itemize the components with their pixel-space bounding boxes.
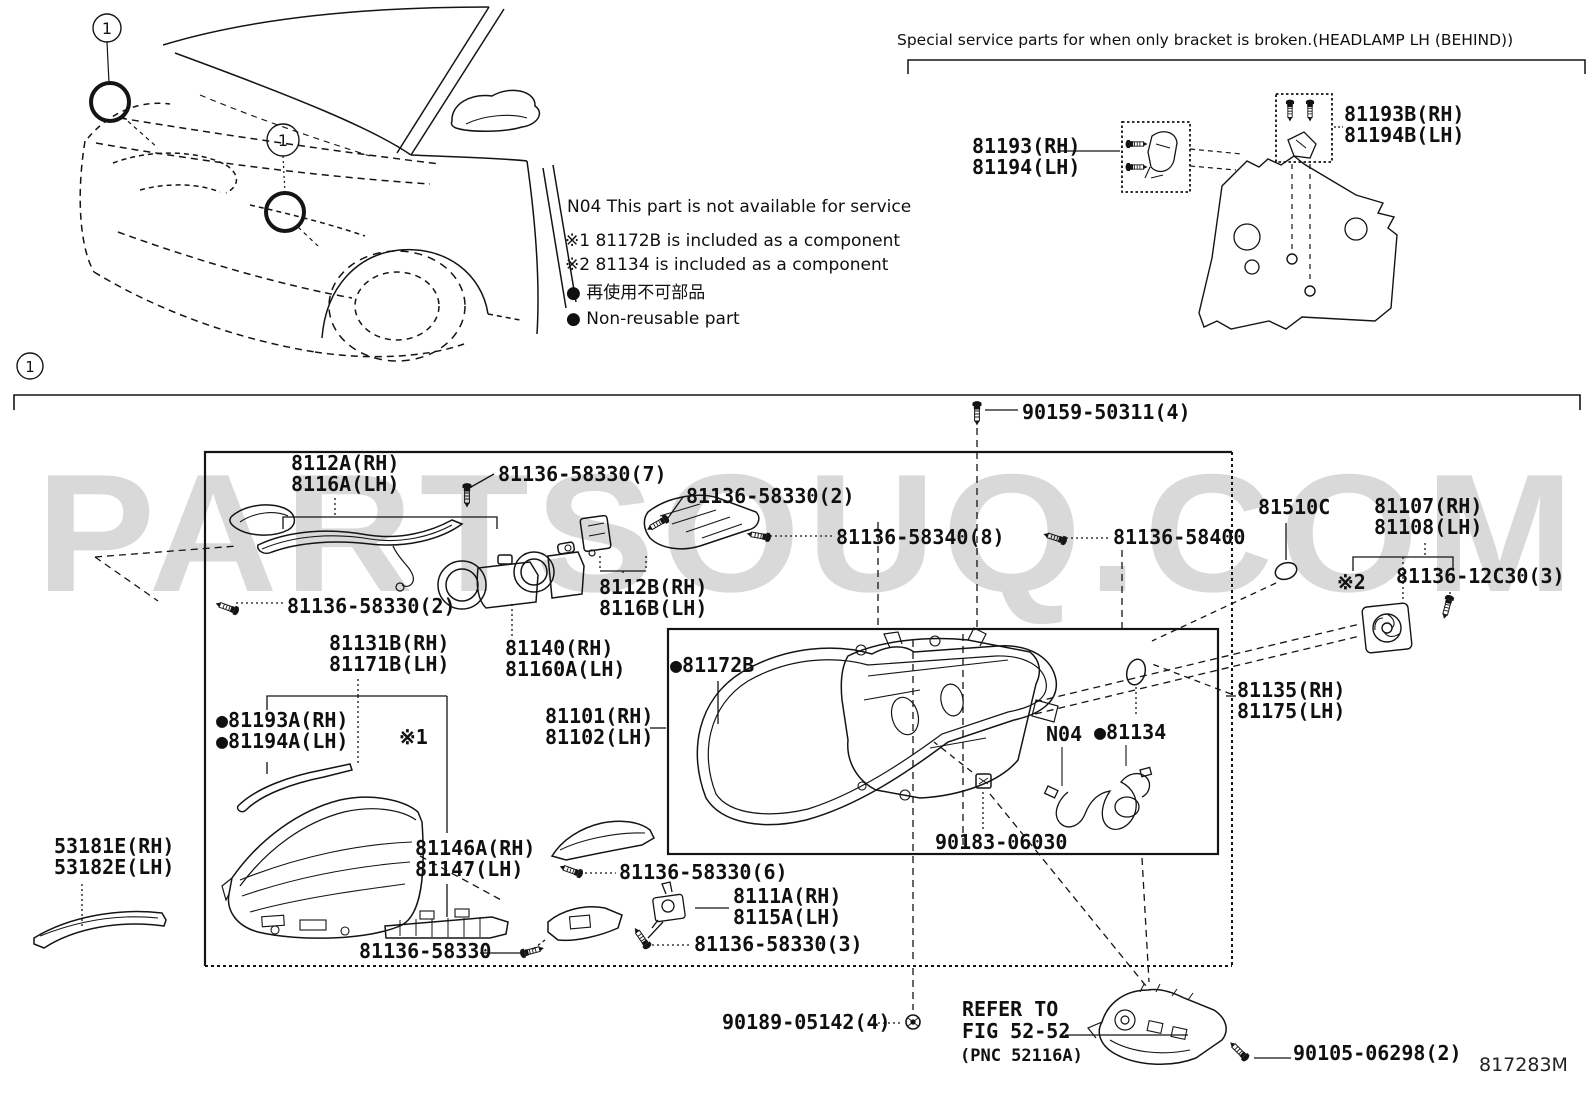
part-label: 81136-58330 [359,939,492,963]
car-sketch [16,6,577,380]
part-label: 81136-58330(2) [287,594,456,618]
cover-piece [550,820,655,861]
part-label: REFER TO [962,997,1059,1021]
part-label: 81136-58330(6) [619,860,788,884]
bracket-clip-icon [1147,131,1178,173]
note-ref2: ※2 81134 is included as a component [565,255,889,275]
part-label: 81136-12C30(3) [1396,564,1565,588]
part-label: 81136-58340(8) [836,525,1005,549]
part-label: 90189-05142(4) [722,1010,891,1034]
headlamp-back-panel [1198,155,1398,330]
part-label: 81102(LH) [545,725,654,749]
wire-harness [1043,766,1153,830]
part-label: ●81172B [670,653,755,677]
part-label: 90183-06030 [935,830,1068,854]
part-label: 817283M [1479,1054,1568,1076]
part-label: 53181E(RH) [54,834,175,858]
headlamp-extension-retainer [229,504,464,592]
callout-number: 1 [25,358,35,376]
grommet-81510c [1274,561,1298,581]
part-label: 81101(RH) [545,704,654,728]
part-label: (PNC 52116A) [960,1046,1083,1066]
bulb-cap [1125,658,1147,686]
leader-lines [81,409,1454,1059]
part-label: ※2 [1337,570,1366,594]
part-label: 81131B(RH) [329,631,450,655]
part-label: 81194(LH) [972,155,1081,179]
bracket-strip-81146a [384,908,509,939]
headlamp-assy-box [666,627,1220,856]
clip-nut-90183 [975,773,992,789]
part-label: 81160A(LH) [505,657,626,681]
leveling-unit-8111a [651,881,686,929]
special-service-section [907,59,1586,330]
detail-view-bracket [13,394,1581,410]
part-label: 8111A(RH) [733,884,842,908]
part-label: 81147(LH) [415,857,524,881]
watermark: PARTSOUQ.COM [36,439,1581,627]
part-label: 81136-58330(7) [498,462,667,486]
part-label: 81175(LH) [1237,699,1346,723]
service-kit-box-81193 [1121,121,1191,193]
part-label: 53182E(LH) [54,855,175,879]
part-label: 81140(RH) [505,636,614,660]
part-label: 81135(RH) [1237,678,1346,702]
sill-part [1087,983,1227,1065]
callout-number: 1 [278,131,288,150]
part-label: 8116A(LH) [291,472,400,496]
weatherstrip [236,763,353,813]
callout-1-detail [16,352,44,380]
moulding-strip-53181e [33,910,167,949]
part-label: 8112B(RH) [599,575,708,599]
corner-trim-pieces [579,494,760,557]
part-label: N04 [1046,722,1083,746]
part-label: ※1 [399,725,428,749]
part-label: 8115A(LH) [733,905,842,929]
callout-1-mid [264,123,319,247]
part-label: 81136-58330(2) [686,484,855,508]
part-label: 81107(RH) [1374,494,1483,518]
note-n04: N04 This part is not available for servi… [567,197,912,217]
special-service-note: Special service parts for when only brac… [897,31,1514,49]
part-label: 81136-58400 [1113,525,1246,549]
part-label: 81193(RH) [972,134,1081,158]
part-label: 81108(LH) [1374,515,1483,539]
callout-number: 1 [102,19,112,38]
part-label: 8116B(LH) [599,596,708,620]
part-label: 81171B(LH) [329,652,450,676]
part-label: 81510C [1258,495,1331,519]
note-nonreusable-jp: ● 再使用不可部品 [566,283,706,303]
main-diagram-box [203,450,1233,967]
headlamp-unit-drawings [437,541,585,610]
part-label: ●81194A(LH) [216,729,349,753]
headlamp-position-marker [89,81,131,123]
part-label: 81194B(LH) [1344,123,1465,147]
part-label: FIG 52-52 [962,1019,1071,1043]
headlamp-position-marker [264,191,306,233]
part-label: 81136-58330(3) [694,932,863,956]
callout-1-top [89,13,159,149]
note-nonreusable-en: ● Non-reusable part [566,309,740,329]
headlamp-lens-unit [221,796,424,939]
service-kit-box-81193b [1275,93,1333,163]
part-label: 81146A(RH) [415,836,536,860]
lower-bracket-piece [547,906,623,942]
leveling-motor [1361,602,1413,654]
part-label: ●81193A(RH) [216,708,349,732]
part-label: 8112A(RH) [291,451,400,475]
part-label: 81193B(RH) [1344,102,1465,126]
bracket-clip-icon [1287,131,1317,159]
part-label: ●81134 [1094,720,1167,744]
part-label: 90159-50311(4) [1022,400,1191,424]
part-label: 90105-06298(2) [1293,1041,1462,1065]
note-ref1: ※1 81172B is included as a component [565,231,901,251]
part-drawings [33,494,1413,1065]
